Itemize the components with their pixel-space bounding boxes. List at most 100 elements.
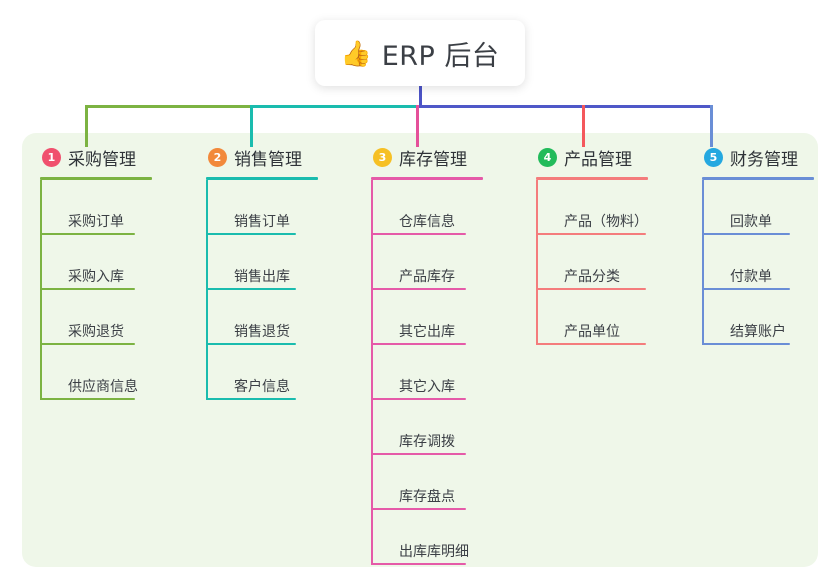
branch-spine-connector <box>536 180 538 345</box>
branch-item-label: 销售出库 <box>234 269 290 286</box>
thumbs-up-icon: 👍 <box>340 38 372 68</box>
branch-item[interactable]: 付款单 <box>702 235 839 290</box>
branch-item-underline <box>206 233 296 235</box>
branch-title: 库存管理 <box>399 149 467 170</box>
branch-item-label: 其它入库 <box>399 379 455 396</box>
branch-item-underline <box>40 288 135 290</box>
branch-number-badge: 2 <box>208 147 227 167</box>
branch-item-label: 产品（物料） <box>564 214 648 231</box>
branch-item-underline <box>702 233 790 235</box>
branch-item-label: 出库库明细 <box>399 544 469 561</box>
branch-title: 销售管理 <box>234 149 302 170</box>
drop-connector-column-4 <box>582 105 585 147</box>
branch-items: 采购订单采购入库采购退货供应商信息 <box>40 180 190 400</box>
branch-item-underline <box>536 233 646 235</box>
branch-item-label: 销售退货 <box>234 324 290 341</box>
branch-underline <box>536 177 648 180</box>
branch-item-label: 客户信息 <box>234 379 290 396</box>
branch-item-label: 供应商信息 <box>68 379 138 396</box>
trunk-segment-blue <box>419 105 713 108</box>
branch-item[interactable]: 产品分类 <box>536 235 691 290</box>
branch-number-badge: 4 <box>538 147 557 167</box>
branch-item[interactable]: 其它出库 <box>371 290 521 345</box>
root-stem-connector <box>419 86 422 108</box>
branch-item[interactable]: 其它入库 <box>371 345 521 400</box>
branch-item[interactable]: 产品单位 <box>536 290 691 345</box>
branch-item[interactable]: 供应商信息 <box>40 345 190 400</box>
branch-item-underline <box>206 288 296 290</box>
branch-spine-connector <box>40 180 42 400</box>
branch-item-underline <box>371 233 466 235</box>
branch-underline <box>702 177 814 180</box>
branch-underline <box>40 177 152 180</box>
branch-item-label: 仓库信息 <box>399 214 455 231</box>
branch-items: 产品（物料） 产品分类产品单位 <box>536 180 691 345</box>
branch-header-1[interactable]: 1 采购管理 <box>40 144 190 170</box>
branch-items: 回款单付款单结算账户 <box>702 180 839 345</box>
branch-column-1[interactable]: 1 采购管理采购订单采购入库采购退货供应商信息 <box>40 144 190 400</box>
branch-title: 采购管理 <box>68 149 136 170</box>
branch-item[interactable]: 采购入库 <box>40 235 190 290</box>
branch-item[interactable]: 库存盘点 <box>371 455 521 510</box>
branch-item-label: 采购订单 <box>68 214 124 231</box>
drop-connector-column-5 <box>710 105 713 147</box>
branch-item-label: 产品库存 <box>399 269 455 286</box>
branch-item-underline <box>702 288 790 290</box>
branch-item-underline <box>371 343 466 345</box>
branch-spine-connector <box>206 180 208 400</box>
branch-item-underline <box>371 563 466 565</box>
branch-item-label: 回款单 <box>730 214 772 231</box>
branch-item-label: 库存调拨 <box>399 434 455 451</box>
branch-item-underline <box>206 398 296 400</box>
branch-items: 仓库信息产品库存其它出库其它入库库存调拨库存盘点出库库明细 <box>371 180 521 565</box>
branch-item-underline <box>702 343 790 345</box>
branch-item[interactable]: 销售退货 <box>206 290 356 345</box>
branch-item[interactable]: 回款单 <box>702 180 839 235</box>
branches-background-panel <box>22 133 818 567</box>
branch-item-underline <box>536 288 646 290</box>
branch-number-badge: 1 <box>42 147 61 167</box>
branch-item-underline <box>371 288 466 290</box>
branch-item-label: 产品单位 <box>564 324 620 341</box>
branch-number-badge: 3 <box>373 147 392 167</box>
branch-header-3[interactable]: 3 库存管理 <box>371 144 521 170</box>
branch-item-label: 付款单 <box>730 269 772 286</box>
branch-item-label: 结算账户 <box>730 324 786 341</box>
branch-item[interactable]: 销售订单 <box>206 180 356 235</box>
branch-item[interactable]: 客户信息 <box>206 345 356 400</box>
root-node-title: ERP 后台 <box>381 40 500 72</box>
branch-item-underline <box>40 343 135 345</box>
trunk-segment-green <box>85 105 251 108</box>
branch-item[interactable]: 产品（物料） <box>536 180 691 235</box>
branch-item-underline <box>371 398 466 400</box>
root-node-card[interactable]: 👍 ERP 后台 <box>315 20 525 86</box>
branch-item-label: 其它出库 <box>399 324 455 341</box>
branch-item[interactable]: 出库库明细 <box>371 510 521 565</box>
branch-item-label: 采购退货 <box>68 324 124 341</box>
branch-spine-connector <box>702 180 704 345</box>
branch-item-label: 采购入库 <box>68 269 124 286</box>
branch-item-underline <box>40 233 135 235</box>
branch-column-3[interactable]: 3 库存管理仓库信息产品库存其它出库其它入库库存调拨库存盘点出库库明细 <box>371 144 521 565</box>
branch-number-badge: 5 <box>704 147 723 167</box>
branch-header-2[interactable]: 2 销售管理 <box>206 144 356 170</box>
branch-item[interactable]: 采购退货 <box>40 290 190 345</box>
branch-item[interactable]: 仓库信息 <box>371 180 521 235</box>
drop-connector-column-3 <box>416 105 419 147</box>
trunk-segment-teal <box>250 105 420 108</box>
branch-items: 销售订单销售出库销售退货客户信息 <box>206 180 356 400</box>
branch-item[interactable]: 产品库存 <box>371 235 521 290</box>
branch-item[interactable]: 销售出库 <box>206 235 356 290</box>
drop-connector-column-1 <box>85 105 88 147</box>
branch-item[interactable]: 结算账户 <box>702 290 839 345</box>
branch-item-underline <box>371 508 466 510</box>
branch-item[interactable]: 采购订单 <box>40 180 190 235</box>
branch-item-underline <box>371 453 466 455</box>
branch-column-2[interactable]: 2 销售管理销售订单销售出库销售退货客户信息 <box>206 144 356 400</box>
branch-item[interactable]: 库存调拨 <box>371 400 521 455</box>
